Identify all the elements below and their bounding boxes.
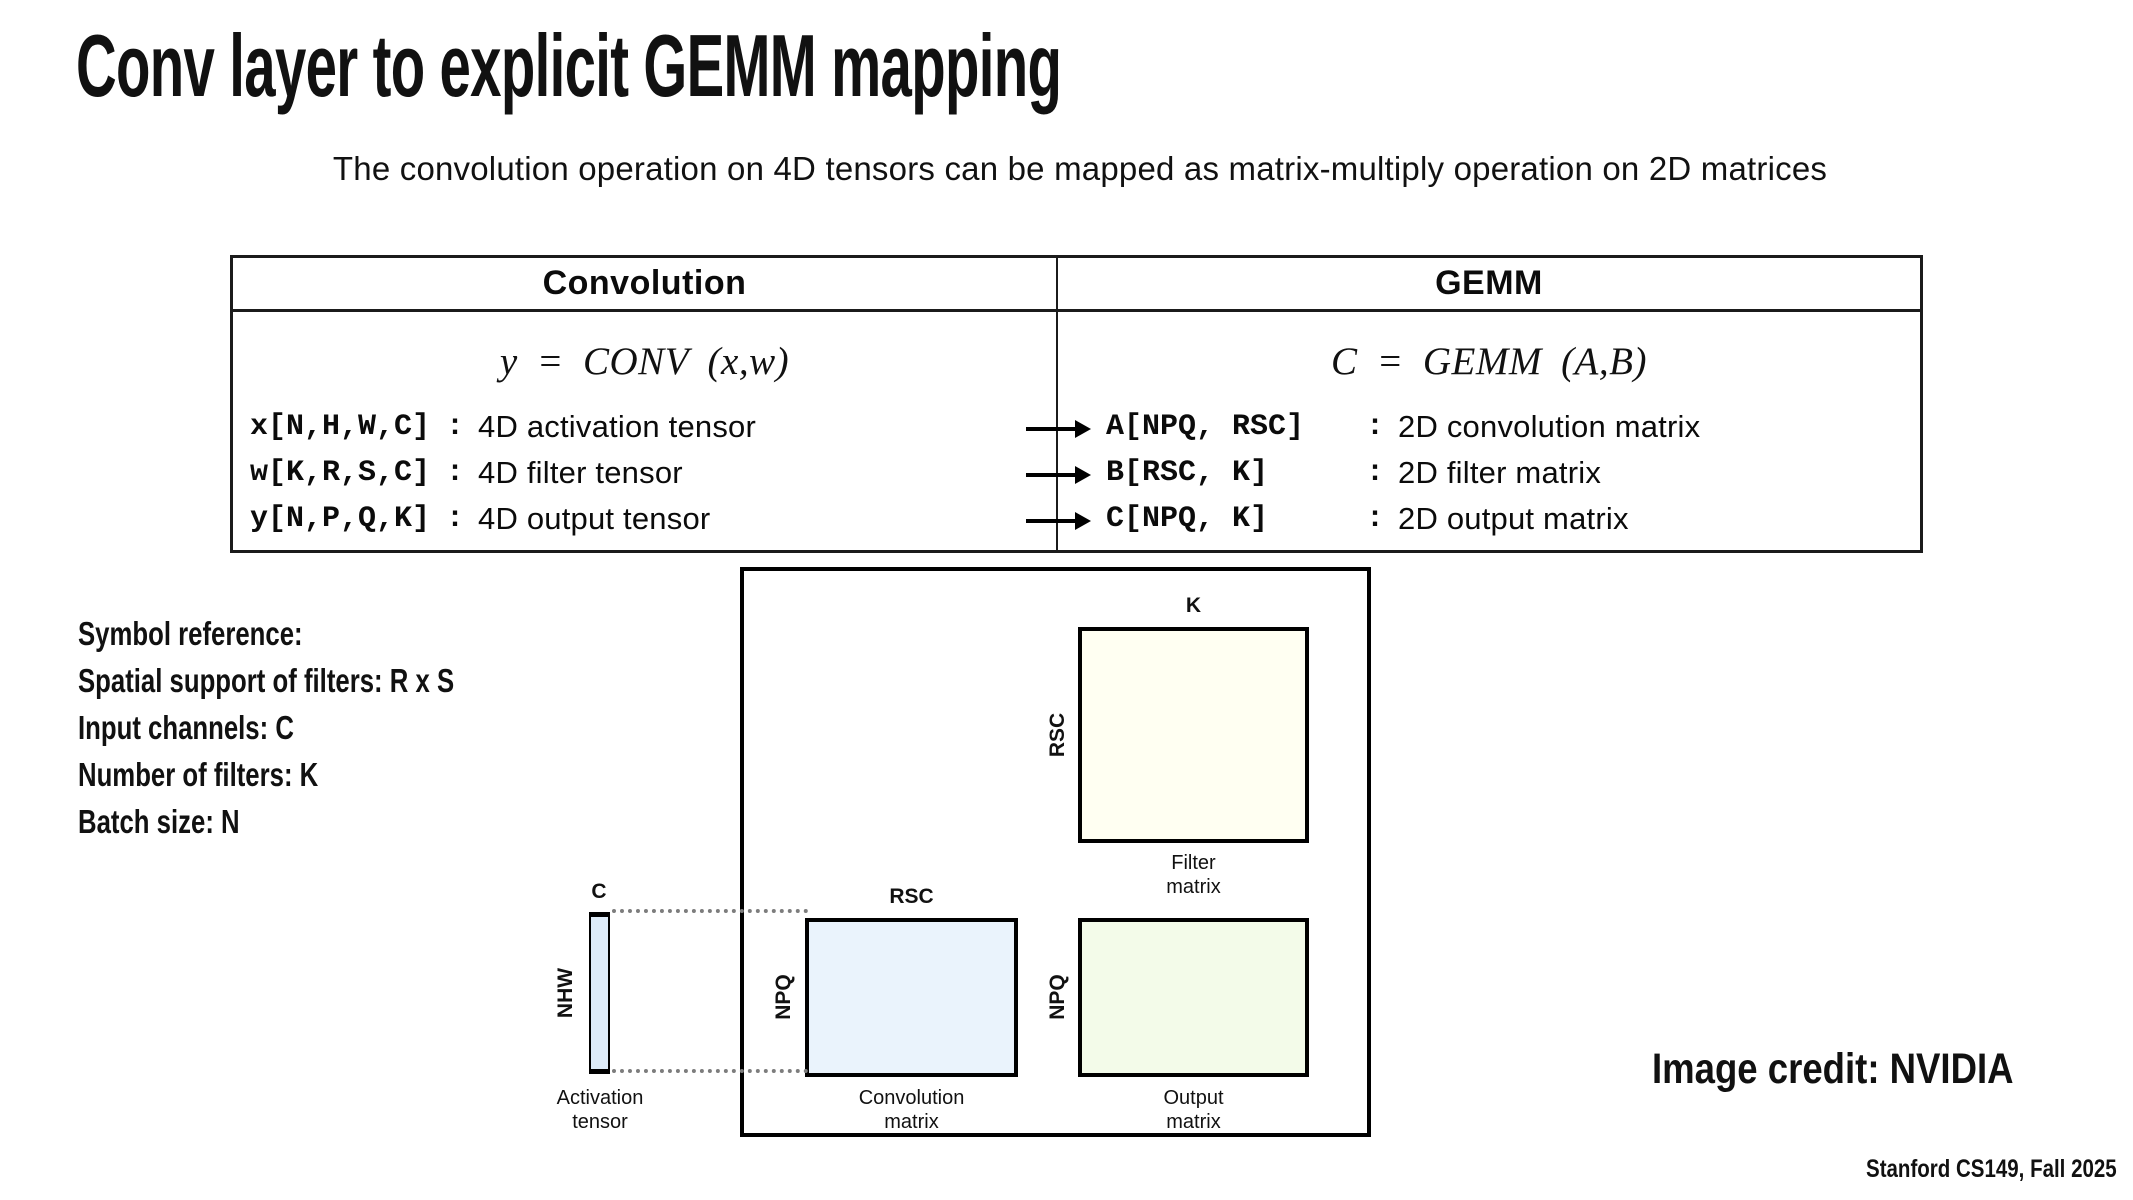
colon-separator: : [1366, 456, 1385, 490]
convolution-matrix [805, 918, 1018, 1077]
matrix-desc: 2D filter matrix [1398, 455, 1602, 490]
convolution-cell: y = CONV (x,w) x[N,H,W,C] : 4D activatio… [233, 312, 1058, 550]
tensor-desc: 4D activation tensor [478, 409, 756, 444]
mapping-arrow-icon [1026, 466, 1091, 484]
convolution-matrix-npq-label: NPQ [772, 974, 795, 1020]
table-header-convolution: Convolution [233, 258, 1058, 312]
output-matrix-npq-label: NPQ [1046, 974, 1069, 1020]
colon-separator: : [446, 502, 465, 536]
matrix-symbol: C[NPQ, K] [1106, 502, 1269, 536]
image-credit: Image credit: NVIDIA [1652, 1045, 2014, 1093]
output-matrix-caption: Output matrix [1163, 1087, 1224, 1133]
tensor-desc: 4D output tensor [478, 501, 711, 536]
table-row: C[NPQ, K] : 2D output matrix [1058, 496, 1920, 542]
slide-title: Conv layer to explicit GEMM mapping [76, 16, 1062, 115]
matrix-symbol: B[RSC, K] [1106, 456, 1269, 490]
filter-matrix-caption: Filter matrix [1166, 852, 1221, 898]
symbol-reference-line: Number of filters: K [78, 756, 319, 793]
intro-text: The convolution operation on 4D tensors … [332, 150, 1828, 187]
activation-tensor [589, 912, 610, 1074]
im2col-dotted-line [612, 1069, 808, 1073]
mapping-arrow-icon [1026, 512, 1091, 530]
matrix-symbol: A[NPQ, RSC] [1106, 410, 1305, 444]
im2col-dotted-line [612, 909, 808, 913]
table-row: y[N,P,Q,K] : 4D output tensor [233, 496, 1056, 542]
table-row: x[N,H,W,C] : 4D activation tensor [233, 404, 1056, 450]
table-row: w[K,R,S,C] : 4D filter tensor [233, 450, 1056, 496]
gemm-formula: C = GEMM (A,B) [1331, 339, 1647, 383]
filter-matrix [1078, 627, 1309, 843]
matrix-desc: 2D output matrix [1398, 501, 1629, 536]
symbol-reference-line: Batch size: N [78, 803, 240, 840]
activation-tensor-c-label: C [591, 880, 607, 903]
mapping-arrow-icon [1026, 420, 1091, 438]
conv-rows: x[N,H,W,C] : 4D activation tensor w[K,R,… [233, 404, 1056, 542]
gemm-rows: A[NPQ, RSC] : 2D convolution matrix B[RS… [1058, 404, 1920, 542]
filter-matrix-k-label: K [1185, 594, 1202, 617]
symbol-reference: Symbol reference: Spatial support of fil… [78, 610, 560, 845]
filter-matrix-rsc-label: RSC [1046, 712, 1069, 758]
activation-tensor-caption: Activation tensor [556, 1087, 644, 1133]
gemm-cell: C = GEMM (A,B) A[NPQ, RSC] : 2D convolut… [1058, 312, 1920, 550]
course-footer: Stanford CS149, Fall 2025 [1866, 1155, 2117, 1183]
convolution-matrix-rsc-label: RSC [889, 885, 934, 908]
mapping-table: Convolution GEMM y = CONV (x,w) x[N,H,W,… [230, 255, 1923, 553]
output-matrix [1078, 918, 1309, 1077]
symbol-reference-line: Spatial support of filters: R x S [78, 662, 455, 699]
tensor-symbol: w[K,R,S,C] [250, 456, 431, 490]
table-row: B[RSC, K] : 2D filter matrix [1058, 450, 1920, 496]
conv-formula: y = CONV (x,w) [499, 339, 790, 383]
gemm-diagram-frame [740, 567, 1371, 1137]
colon-separator: : [446, 456, 465, 490]
table-header-gemm: GEMM [1058, 258, 1920, 312]
tensor-symbol: y[N,P,Q,K] [250, 502, 431, 536]
matrix-desc: 2D convolution matrix [1398, 409, 1701, 444]
colon-separator: : [1366, 502, 1385, 536]
activation-tensor-nhw-label: NHW [554, 967, 577, 1019]
colon-separator: : [446, 410, 465, 444]
tensor-desc: 4D filter tensor [478, 455, 683, 490]
tensor-symbol: x[N,H,W,C] [250, 410, 431, 444]
table-row: A[NPQ, RSC] : 2D convolution matrix [1058, 404, 1920, 450]
symbol-reference-line: Symbol reference: [78, 615, 303, 652]
colon-separator: : [1366, 410, 1385, 444]
symbol-reference-line: Input channels: C [78, 709, 294, 746]
convolution-matrix-caption: Convolution matrix [858, 1087, 965, 1133]
